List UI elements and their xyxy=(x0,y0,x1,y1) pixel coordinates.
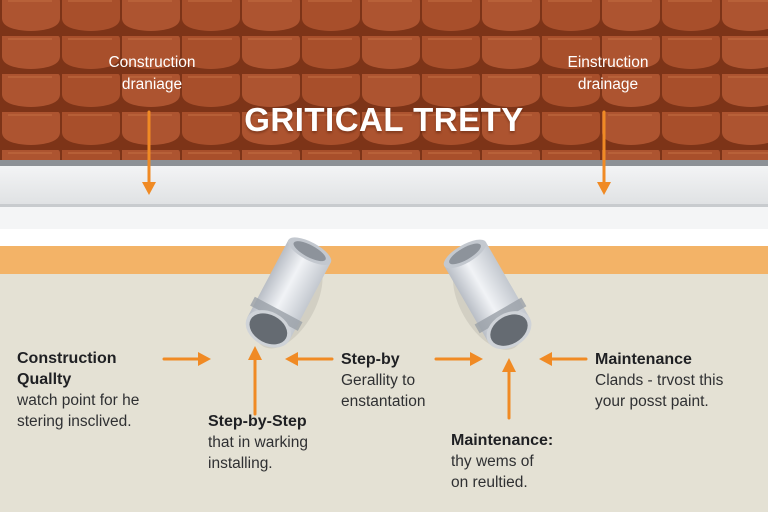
callout-heading: Maintenance xyxy=(595,351,692,368)
callout-heading: Maintenance: xyxy=(451,432,554,449)
arrow-right-to-left-pipe xyxy=(162,352,211,366)
callout-body: installing. xyxy=(208,455,273,472)
callout-step-by-center: Step-by Gerallity to enstantation xyxy=(341,349,471,412)
arrow-up-to-left-pipe xyxy=(248,346,262,416)
roof-label-left-line2: draniage xyxy=(121,76,183,93)
roof-label-left: Construction draniage xyxy=(77,52,227,96)
callout-body: Gerallity to xyxy=(341,372,416,389)
diagram-title: GRITICAL TRETY xyxy=(244,101,524,138)
arrow-down-right-roof xyxy=(597,110,611,195)
callout-construction-quality: Construction Quallty watch point for he … xyxy=(17,348,187,432)
callout-body: thy wems of xyxy=(451,453,534,470)
roof-label-left-line1: Construction xyxy=(108,54,196,71)
callout-heading: Construction xyxy=(17,350,117,367)
ground xyxy=(0,270,768,512)
arrow-left-to-left-pipe xyxy=(285,352,334,366)
arrow-left-to-right-pipe xyxy=(539,352,588,366)
arrow-up-to-right-pipe xyxy=(502,358,516,420)
orange-band xyxy=(0,246,768,274)
callout-body: watch point for he xyxy=(17,392,140,409)
brick-roof xyxy=(0,0,768,166)
arrow-down-left-roof xyxy=(142,110,156,195)
callout-maintenance-bottom: Maintenance: thy wems of on reultied. xyxy=(451,430,581,493)
gutter xyxy=(0,160,768,246)
callout-body: your posst paint. xyxy=(595,393,709,410)
roof-label-right-line2: drainage xyxy=(577,76,639,93)
callout-heading: Quallty xyxy=(17,371,72,388)
callout-maintenance-right: Maintenance Clands - trvost this your po… xyxy=(595,349,763,412)
callout-body: that in warking xyxy=(208,434,308,451)
downpipe-left xyxy=(245,237,332,349)
callout-body: enstantation xyxy=(341,393,426,410)
arrow-right-to-right-pipe xyxy=(434,352,483,366)
callout-heading: Step-by-Step xyxy=(208,413,307,430)
callout-heading: Step-by xyxy=(341,351,400,368)
roof-label-right: Einstruction drainage xyxy=(533,52,683,96)
callout-body: stering insclived. xyxy=(17,413,132,430)
roof-label-right-line1: Einstruction xyxy=(567,54,649,71)
callout-body: Clands - trvost this xyxy=(595,372,724,389)
callout-step-by-step-install: Step-by-Step that in warking installing. xyxy=(208,411,358,474)
downpipe-right xyxy=(443,239,532,350)
callout-body: on reultied. xyxy=(451,474,528,491)
